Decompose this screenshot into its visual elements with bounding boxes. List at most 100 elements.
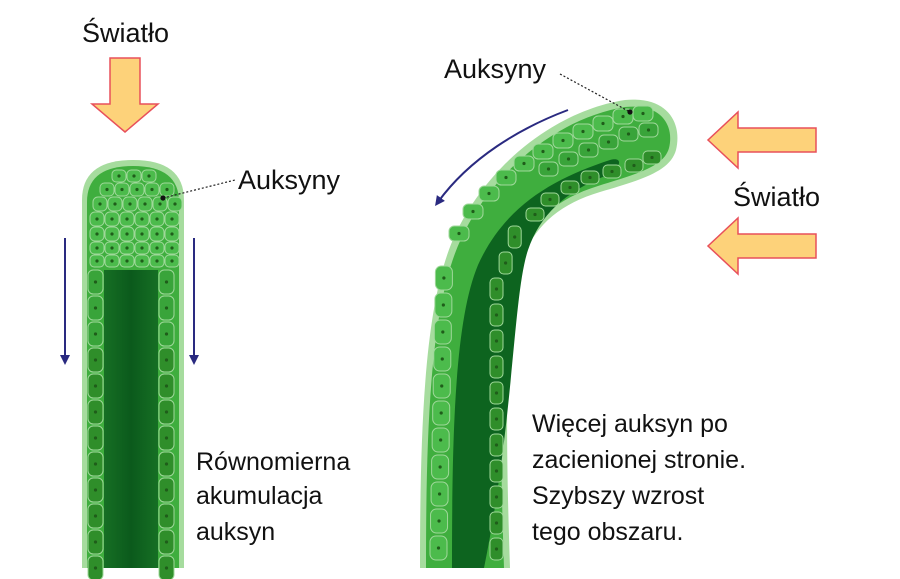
cell-nucleus <box>457 231 461 236</box>
cell-nucleus <box>471 209 475 214</box>
cell-nucleus <box>621 114 625 119</box>
cell-nucleus <box>165 187 169 192</box>
cell-nucleus <box>440 357 444 361</box>
cell-nucleus <box>95 259 99 263</box>
right-panel: Auksyny Światło Więcej auksyn po zacieni… <box>420 54 820 569</box>
cell-nucleus <box>601 121 605 126</box>
right-caption-line-1: Więcej auksyn po <box>532 410 728 438</box>
cell-nucleus <box>143 202 147 206</box>
cell-nucleus <box>95 232 99 236</box>
cell-nucleus <box>125 246 129 250</box>
cell-nucleus <box>164 488 169 492</box>
cell-nucleus <box>504 175 508 180</box>
cell-nucleus <box>155 217 159 221</box>
cell-nucleus <box>164 384 169 388</box>
cell-nucleus <box>105 187 109 192</box>
left-light-label: Światło <box>82 16 169 48</box>
cell-nucleus <box>125 259 129 263</box>
cell-nucleus <box>95 246 99 250</box>
cell-nucleus <box>650 155 654 160</box>
cell-nucleus <box>158 202 162 206</box>
cell-nucleus <box>155 259 159 263</box>
cell-nucleus <box>155 246 159 250</box>
left-panel: Światło Auksyny Równomierna akumulacja a… <box>60 16 350 579</box>
cell-nucleus <box>436 546 441 550</box>
cell-nucleus <box>494 495 499 499</box>
right-caption-line-2: zacienionej stronie. <box>532 446 746 474</box>
cell-nucleus <box>641 111 645 116</box>
cell-nucleus <box>93 358 98 362</box>
cell-nucleus <box>164 358 169 362</box>
cell-nucleus <box>632 163 636 168</box>
cell-nucleus <box>113 202 117 206</box>
right-caption-line-4: tego obszaru. <box>532 518 684 546</box>
right-cells <box>429 105 662 561</box>
straight-shoot <box>82 160 184 579</box>
cell-nucleus <box>581 129 585 134</box>
cell-nucleus <box>140 259 144 263</box>
cell-nucleus <box>120 187 124 192</box>
cell-nucleus <box>548 197 552 202</box>
cell-nucleus <box>164 566 169 570</box>
cell-nucleus <box>93 488 98 492</box>
cell-nucleus <box>170 259 174 263</box>
cell-nucleus <box>164 514 169 518</box>
cell-nucleus <box>546 167 551 171</box>
cell-nucleus <box>110 232 114 236</box>
cell-nucleus <box>513 235 517 239</box>
cell-nucleus <box>494 547 499 551</box>
left-cells <box>87 169 183 579</box>
cell-nucleus <box>164 410 169 414</box>
cell-nucleus <box>117 174 121 178</box>
right-auxin-label: Auksyny <box>444 54 547 84</box>
cell-nucleus <box>494 313 499 317</box>
cell-nucleus <box>441 330 445 334</box>
cell-nucleus <box>533 212 537 217</box>
left-light-arrow <box>89 57 161 133</box>
cell-nucleus <box>626 132 631 136</box>
cell-nucleus <box>494 469 499 473</box>
cell-nucleus <box>110 246 114 250</box>
cell-nucleus <box>439 411 443 415</box>
cell-nucleus <box>494 521 499 525</box>
cell-nucleus <box>93 410 98 414</box>
cell-nucleus <box>610 169 614 174</box>
cell-nucleus <box>437 519 441 523</box>
cell-nucleus <box>494 365 499 369</box>
bent-shoot <box>420 99 678 569</box>
right-caption-line-3: Szybszy wzrost <box>532 482 704 510</box>
cell-nucleus <box>522 161 526 166</box>
cell-nucleus <box>494 443 499 447</box>
left-auxin-label: Auksyny <box>238 165 341 195</box>
cell-nucleus <box>93 462 98 466</box>
cell-nucleus <box>140 217 144 221</box>
left-caption-line-2: akumulacja <box>196 482 323 510</box>
cell-nucleus <box>135 187 139 192</box>
cell-nucleus <box>125 232 129 236</box>
cell-nucleus <box>164 332 169 336</box>
cell-nucleus <box>93 540 98 544</box>
cell-nucleus <box>164 462 169 466</box>
cell-nucleus <box>125 217 129 221</box>
cell-nucleus <box>487 191 491 196</box>
cell-nucleus <box>132 174 136 178</box>
cell-nucleus <box>93 436 98 440</box>
cell-nucleus <box>93 566 98 570</box>
cell-nucleus <box>98 202 102 206</box>
left-caption-line-3: auksyn <box>196 518 275 546</box>
cell-nucleus <box>93 306 98 310</box>
cell-nucleus <box>170 246 174 250</box>
cell-nucleus <box>155 232 159 236</box>
cell-nucleus <box>440 384 444 388</box>
cell-nucleus <box>494 287 499 291</box>
cell-nucleus <box>147 174 151 178</box>
cell-nucleus <box>110 259 114 263</box>
cell-nucleus <box>438 465 442 469</box>
cell-nucleus <box>93 384 98 388</box>
cell-nucleus <box>606 140 611 144</box>
right-auxin-dot <box>627 109 633 115</box>
cell-nucleus <box>646 128 651 132</box>
cell-nucleus <box>494 391 499 395</box>
cell-nucleus <box>93 332 98 336</box>
